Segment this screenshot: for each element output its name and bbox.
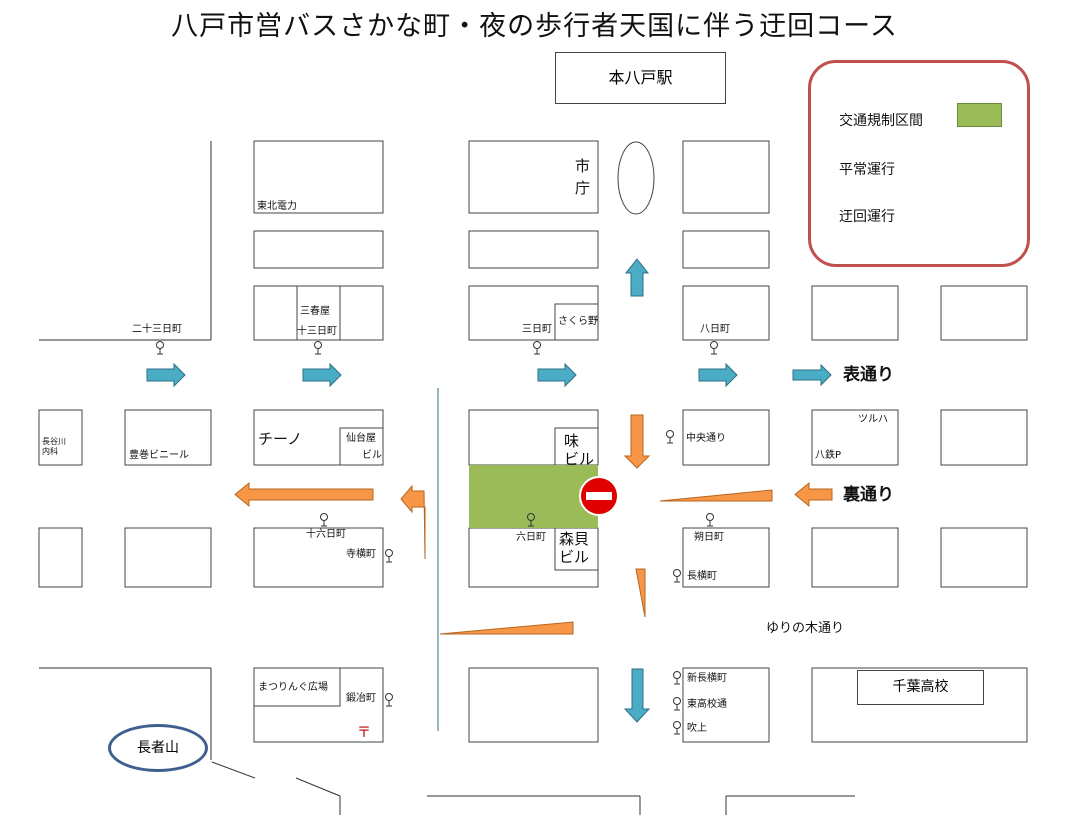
bus-stop-icon — [673, 569, 681, 583]
restricted-swatch — [957, 103, 1002, 127]
detour-arrow — [439, 621, 574, 635]
bus-stop-icon — [706, 513, 714, 527]
sendaiya-bldg-label: ビル — [362, 450, 382, 461]
stop-muikamachi-label: 六日町 — [516, 532, 546, 543]
bus-stop-icon — [533, 341, 541, 355]
map-title: 八戸市営バスさかな町・夜の歩行者天国に伴う迂回コース — [171, 11, 898, 42]
bus-stop-icon — [710, 341, 718, 355]
no-entry-sign — [579, 476, 619, 516]
legend-detour-label: 迂回運行 — [839, 209, 895, 225]
bus-stop-icon — [385, 693, 393, 707]
normal-arrow — [623, 668, 651, 723]
stop-chuo-dori-label: 中央通り — [686, 433, 726, 444]
sendaiya-label: 仙台屋 — [346, 433, 376, 444]
stop-teramachi-label: 寺横町 — [346, 549, 376, 560]
matsuringu-label: まつりんぐ広場 — [258, 682, 328, 693]
restricted-zone — [469, 465, 598, 528]
tsuruha-label: ツルハ — [858, 414, 888, 425]
bus-stop-icon — [673, 721, 681, 735]
stop-kajimachi-label: 鍛冶町 — [346, 693, 376, 704]
chino-label: チーノ — [258, 430, 303, 448]
sakura-no-label: さくら野 — [558, 316, 598, 327]
hasegawa-clinic-label: 長谷川 内科 — [42, 437, 66, 456]
stop-fukiage-label: 吹上 — [687, 723, 707, 734]
normal-arrow — [146, 362, 186, 388]
bus-stop-icon — [527, 513, 535, 527]
city-hall-label-1: 市 — [573, 158, 591, 175]
hoshimaki-vinyl-label: 豊巻ビニール — [129, 450, 189, 461]
detour-arrow — [635, 568, 646, 618]
chojasan-label: 長者山 — [108, 724, 208, 772]
stop-tokokodori-label: 東高校通 — [687, 699, 727, 710]
normal-arrow — [698, 362, 738, 388]
normal-arrow — [537, 362, 577, 388]
detour-arrow — [234, 481, 374, 508]
legend-normal-label: 平常運行 — [839, 162, 895, 178]
stop-jusannichi-label: 十三日町 — [297, 326, 337, 337]
detour-arrow — [794, 481, 833, 508]
station-box: 本八戸駅 — [555, 52, 726, 104]
street-yurinoki-label: ゆりの木通り — [766, 621, 845, 636]
street-ura-label: 裏通り — [843, 485, 894, 505]
legend: 交通規制区間 平常運行 迂回運行 — [808, 60, 1030, 267]
city-hall-label-2: 庁 — [573, 180, 591, 197]
post-office-icon: 〒 — [357, 725, 371, 741]
bus-stop-markers — [156, 341, 718, 735]
detour-arrows — [234, 414, 833, 635]
city-hall-oval — [617, 141, 655, 215]
stop-yokamachi-label: 八日町 — [700, 324, 730, 335]
normal-arrows — [146, 258, 832, 731]
detour-arrow — [659, 489, 773, 502]
stop-tsuitachi-label: 朔日町 — [694, 532, 724, 543]
bus-stop-icon — [666, 430, 674, 444]
hachitetsu-p-label: 八鉄P — [815, 450, 842, 461]
normal-arrow — [302, 362, 342, 388]
stop-jurokunichi-label: 十六日町 — [306, 529, 346, 540]
stop-nagayoko-label: 長横町 — [687, 571, 717, 582]
normal-arrow — [792, 363, 832, 387]
chiba-school-box: 千葉高校 — [857, 670, 984, 705]
aji-bldg-label: 味 ビル — [564, 432, 595, 468]
morisada-bldg-label: 森貝 ビル — [559, 530, 590, 566]
bus-stop-icon — [320, 513, 328, 527]
stop-shin-nagayoko-label: 新長横町 — [687, 673, 727, 684]
legend-restricted-label: 交通規制区間 — [839, 113, 923, 129]
stop-nijusannichi-label: 二十三日町 — [132, 324, 182, 335]
bus-stop-icon — [156, 341, 164, 355]
bus-stop-icon — [673, 671, 681, 685]
stop-sannichi-label: 三日町 — [522, 324, 552, 335]
street-omote-label: 表通り — [843, 365, 894, 385]
tohoku-electric-label: 東北電力 — [257, 201, 297, 212]
detour-arrow — [623, 414, 651, 469]
bus-stop-icon — [673, 697, 681, 711]
sanshoya-label: 三春屋 — [300, 306, 330, 317]
bus-stop-icon — [385, 549, 393, 563]
bus-stop-icon — [314, 341, 322, 355]
detour-arrow — [400, 484, 426, 560]
normal-arrow — [624, 258, 650, 297]
roads — [39, 141, 855, 815]
